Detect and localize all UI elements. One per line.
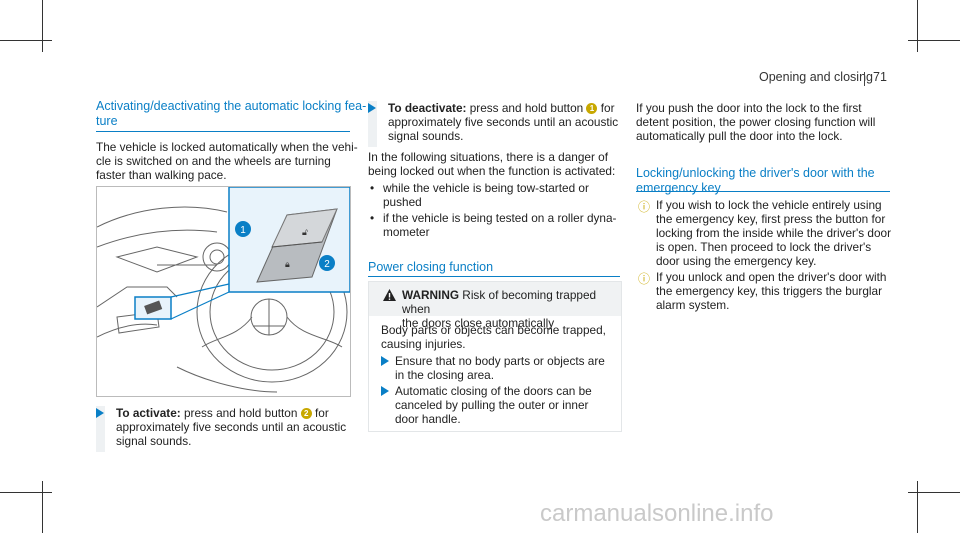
- power-closing-paragraph: If you push the door into the lock to th…: [636, 101, 876, 143]
- title-rule: [636, 191, 890, 192]
- crop-mark: [42, 481, 43, 533]
- callout-2: 2: [324, 259, 330, 270]
- warning-title: WARNING Risk of becoming trapped when th…: [402, 288, 597, 330]
- info-lock-entirely: If you wish to lock the vehicle entirely…: [656, 198, 892, 268]
- info-icon: ⓘ: [638, 272, 651, 286]
- svg-text:🔒︎: 🔒︎: [285, 260, 290, 270]
- info-unlock-alarm: If you unlock and open the driver's door…: [656, 270, 887, 312]
- warning-body: Body parts or objects can become trapped…: [381, 323, 606, 351]
- watermark: carmanualsonline.info: [540, 500, 774, 527]
- crop-mark: [908, 40, 960, 41]
- header-separator: [864, 72, 865, 86]
- warning-header: [369, 282, 621, 316]
- callout-1: 1: [240, 225, 246, 236]
- crop-mark: [42, 0, 43, 52]
- crop-mark: [908, 492, 960, 493]
- warning-step-cancel: Automatic closing of the doors can be ca…: [395, 384, 592, 426]
- warning-box: WARNING Risk of becoming trapped when th…: [368, 281, 622, 432]
- dashboard-line-art: 🔓︎ 🔒︎ 1 2: [96, 186, 351, 393]
- activate-step: To activate: press and hold button 2 for…: [116, 406, 347, 448]
- header-section: Opening and closing: [759, 70, 873, 84]
- title-rule: [96, 131, 350, 132]
- page-number: 71: [873, 70, 887, 84]
- svg-text:🔓︎: 🔓︎: [302, 228, 308, 238]
- step-bar: [368, 101, 377, 147]
- crop-mark: [0, 40, 52, 41]
- warning-triangle-icon: [383, 289, 396, 301]
- crop-mark: [0, 492, 52, 493]
- title-rule: [368, 276, 620, 277]
- illustration-steering-wheel: 🔓︎ 🔒︎ 1 2: [96, 186, 351, 397]
- danger-paragraph: In the following situations, there is a …: [368, 150, 616, 178]
- deactivate-step: To deactivate: press and hold button 1 f…: [388, 101, 619, 143]
- crop-mark: [917, 0, 918, 52]
- button-2-badge: 2: [300, 408, 312, 419]
- step-arrow-icon: [381, 386, 389, 396]
- warning-step-ensure: Ensure that no body parts or objects are…: [395, 354, 605, 382]
- step-arrow-icon: [381, 356, 389, 366]
- bullet-tow-started: while the vehicle is being tow-started o…: [383, 181, 589, 209]
- bullet-icon: •: [370, 211, 375, 225]
- intro-paragraph: The vehicle is locked automatically when…: [96, 140, 358, 182]
- crop-mark: [917, 481, 918, 533]
- step-arrow-icon: [368, 103, 376, 113]
- info-icon: ⓘ: [638, 200, 651, 214]
- section-title: Activating/deactivating the automatic lo…: [96, 99, 367, 128]
- bullet-dynamometer: if the vehicle is being tested on a roll…: [383, 211, 617, 239]
- step-arrow-icon: [96, 408, 104, 418]
- step-bar: [96, 406, 105, 452]
- bullet-icon: •: [370, 181, 375, 195]
- power-closing-title: Power closing function: [368, 260, 494, 274]
- button-1-badge: 1: [586, 103, 598, 114]
